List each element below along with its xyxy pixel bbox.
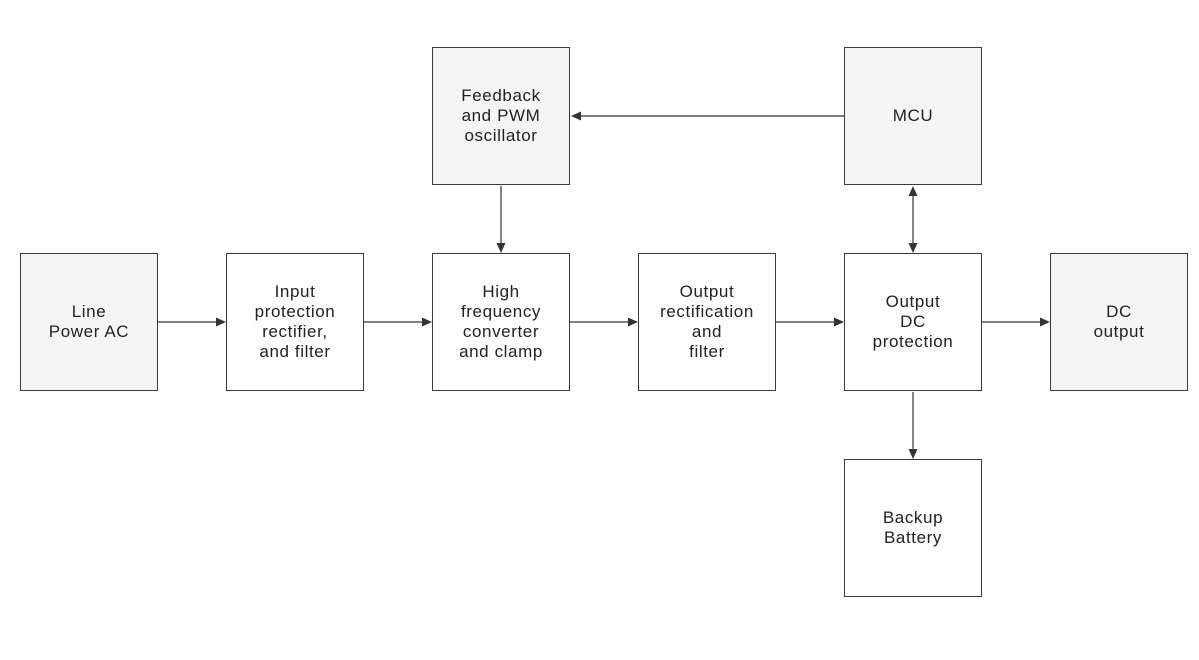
arrowhead-feedback [571,111,581,121]
block-line-power-ac-label: Line Power AC [48,302,130,341]
block-mcu: MCU [844,47,982,185]
arrowhead-converter [422,317,432,327]
block-hf-converter-label: High frequency converter and clamp [459,282,543,361]
block-output-dc-protection: Output DC protection [844,253,982,391]
block-hf-converter: High frequency converter and clamp [432,253,570,391]
block-mcu-label: MCU [892,106,934,125]
arrowhead-dc-output [1040,317,1050,327]
block-line-power-ac: Line Power AC [20,253,158,391]
block-output-rectification: Output rectification and filter [638,253,776,391]
block-dc-output: DC output [1050,253,1188,391]
arrowhead-protection-top [908,243,918,253]
arrowhead-input [216,317,226,327]
block-output-dc-protection-label: Output DC protection [872,292,954,351]
block-output-rectification-label: Output rectification and filter [660,282,754,361]
block-input-protection: Input protection rectifier, and filter [226,253,364,391]
block-input-protection-label: Input protection rectifier, and filter [254,282,336,361]
block-backup-battery-label: Backup Battery [882,508,944,547]
arrowhead-mcu-bottom [908,186,918,196]
arrowhead-protection [834,317,844,327]
block-feedback-pwm-label: Feedback and PWM oscillator [461,86,541,145]
arrowhead-rectification [628,317,638,327]
arrowhead-battery [908,449,918,459]
block-dc-output-label: DC output [1093,302,1145,341]
block-backup-battery: Backup Battery [844,459,982,597]
block-feedback-pwm: Feedback and PWM oscillator [432,47,570,185]
arrowhead-converter-top [496,243,506,253]
